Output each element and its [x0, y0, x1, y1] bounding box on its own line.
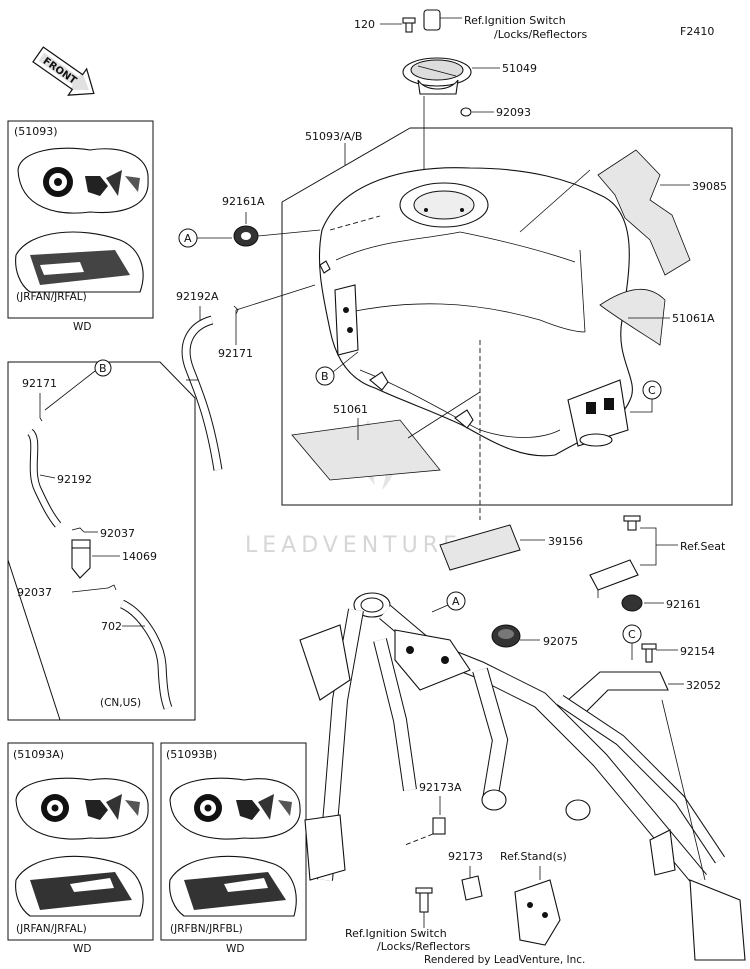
inset-51093-variant: (JRFAN/JRFAL): [16, 291, 87, 303]
label-92171: 92171: [218, 347, 253, 360]
label-51061a: 51061A: [672, 312, 715, 325]
label-92154: 92154: [680, 645, 715, 658]
watermark-text: LEADVENTURE: [245, 533, 462, 558]
decal-51061a: 51061A: [599, 288, 715, 346]
label-92161: 92161: [666, 598, 701, 611]
ref-ignition-bot-1: Ref.Ignition Switch: [345, 927, 447, 940]
label-92075: 92075: [543, 635, 578, 648]
callout-b-main: B: [315, 351, 359, 386]
tank-group-frame: 51093/A/B: [281, 127, 733, 506]
label-cn-702: 702: [101, 620, 122, 633]
label-51049: 51049: [502, 62, 537, 75]
label-cn-92037b: 92037: [17, 586, 52, 599]
label-32052: 32052: [686, 679, 721, 692]
decal-39085: 39085: [597, 149, 727, 276]
label-51093ab: 51093/A/B: [305, 130, 362, 143]
front-arrow-icon: FRONT: [32, 46, 95, 96]
ref-ignition-top-2: /Locks/Reflectors: [494, 28, 587, 41]
footer-credit: Rendered by LeadVenture, Inc.: [424, 954, 585, 966]
diagram-code: F2410: [680, 25, 714, 38]
collar-92173a: 92173A: [404, 781, 462, 846]
inset-51093b-sub: WD: [226, 943, 244, 955]
inset-51093a-variant: (JRFAN/JRFAL): [16, 923, 87, 935]
inset-51093-sub: WD: [73, 321, 91, 333]
fuel-cap-assembly: 120 Ref.Ignition Switch /Locks/Reflector…: [354, 9, 587, 190]
label-92173a: 92173A: [419, 781, 462, 794]
seat-bracket: Ref.Seat 92161 C 92154 32052: [567, 515, 726, 719]
inset-region-label: (CN,US): [100, 697, 141, 709]
inset-51093b: (51093B) (JRFBN/JRFBL) WD: [160, 742, 307, 955]
inset-51093a-title: (51093A): [13, 748, 64, 761]
inset-51093b-variant: (JRFBN/JRFBL): [170, 923, 243, 935]
inset-51093-title: (51093): [14, 125, 58, 138]
inset-51093a: (51093A) (JRFAN/JRFAL) WD: [7, 742, 154, 955]
grommet-92161a: 92161A: [222, 195, 321, 247]
callout-a-frame-text: A: [452, 595, 460, 608]
label-cn-14069: 14069: [122, 550, 157, 563]
pad-39156: 39156: [439, 524, 583, 571]
inset-51093b-title: (51093B): [166, 748, 217, 761]
label-92192a: 92192A: [176, 290, 219, 303]
inset-51093: (51093) (JRFAN/JRFAL) WD: [7, 120, 154, 333]
label-120: 120: [354, 18, 375, 31]
inset-51093a-sub: WD: [73, 943, 91, 955]
inset-cn-us: B 92171 92192 92037 14069 92037 702 (CN,…: [7, 359, 196, 721]
label-92173: 92173: [448, 850, 483, 863]
label-39085: 39085: [692, 180, 727, 193]
callout-b-main-text: B: [321, 370, 329, 383]
callout-c-tank: C: [630, 380, 662, 413]
label-92161a: 92161A: [222, 195, 265, 208]
callout-b-inset: B: [99, 362, 107, 375]
callout-a-top-text: A: [184, 232, 192, 245]
motorcycle-frame: 92075 A: [299, 591, 746, 961]
ref-ignition-bot-2: /Locks/Reflectors: [377, 940, 470, 953]
ref-stand: Ref.Stand(s): [500, 850, 567, 863]
ref-seat: Ref.Seat: [680, 540, 726, 553]
ref-ignition-top-1: Ref.Ignition Switch: [464, 14, 566, 27]
label-cn-92171: 92171: [22, 377, 57, 390]
decal-51061: 51061: [291, 391, 481, 481]
label-92093: 92093: [496, 106, 531, 119]
label-39156: 39156: [548, 535, 583, 548]
callout-a-top: A: [178, 228, 232, 248]
fuel-tank: [318, 167, 633, 520]
collar-92173: 92173 Ref.Stand(s) Ref.Ignition Switch /…: [345, 850, 567, 953]
callout-c-seat-text: C: [628, 628, 636, 641]
label-51061: 51061: [333, 403, 368, 416]
label-cn-92192: 92192: [57, 473, 92, 486]
callout-c-tank-text: C: [648, 384, 656, 397]
hose-92192a: 92192A 92171: [176, 284, 316, 471]
label-cn-92037a: 92037: [100, 527, 135, 540]
